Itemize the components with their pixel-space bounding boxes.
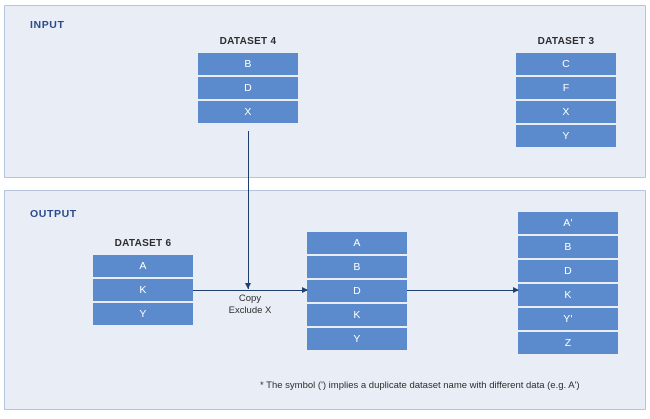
dataset-item: B [518,236,618,258]
dataset-stack-boxes: A K Y [93,255,193,325]
dataset-item: A [307,232,407,254]
dataset-item: C [516,53,616,75]
dataset-item: B [198,53,298,75]
dataset-item: K [93,279,193,301]
connector-dataset6-to-merged-line [193,290,307,291]
arrow-right-icon [302,286,308,293]
dataset-item: D [198,77,298,99]
dataset-item: B [307,256,407,278]
dataset-stack-label: DATASET 4 [219,36,277,47]
output-panel-title: OUTPUT [30,208,77,220]
dataset-item: D [307,280,407,302]
dataset-item: A [93,255,193,277]
dataset-item: K [518,284,618,306]
dataset-stack-boxes: A B D K Y [307,232,407,350]
dataset-stack-label: DATASET 6 [114,238,172,249]
dataset-stack-label: DATASET 3 [537,36,595,47]
dataset-item: Z [518,332,618,354]
dataset-item: X [198,101,298,123]
dataset-item: X [516,101,616,123]
dataset-item: D [518,260,618,282]
dataset-stack-boxes: A' B D K Y' Z [518,212,618,354]
arrow-right-icon [513,286,519,293]
input-panel-title: INPUT [30,19,65,31]
dataset-item: Y [93,303,193,325]
dataset-stack-boxes: B D X [198,53,298,123]
arrow-down-icon [244,283,251,289]
edge-label-line2: Exclude X [228,305,272,316]
edge-label-copy-exclude: Copy Exclude X [200,293,300,317]
dataset-item: K [307,304,407,326]
dataset-item: A' [518,212,618,234]
edge-label-line1: Copy [238,293,262,304]
dataset-item: Y [307,328,407,350]
dataset-item: Y [516,125,616,147]
dataset-item: F [516,77,616,99]
dataset-item: Y' [518,308,618,330]
connector-dataset4-to-merge-line [248,131,249,289]
footnote-text: * The symbol (') implies a duplicate dat… [260,380,580,391]
dataset-stack-boxes: C F X Y [516,53,616,147]
connector-merged-to-final-line [407,290,518,291]
